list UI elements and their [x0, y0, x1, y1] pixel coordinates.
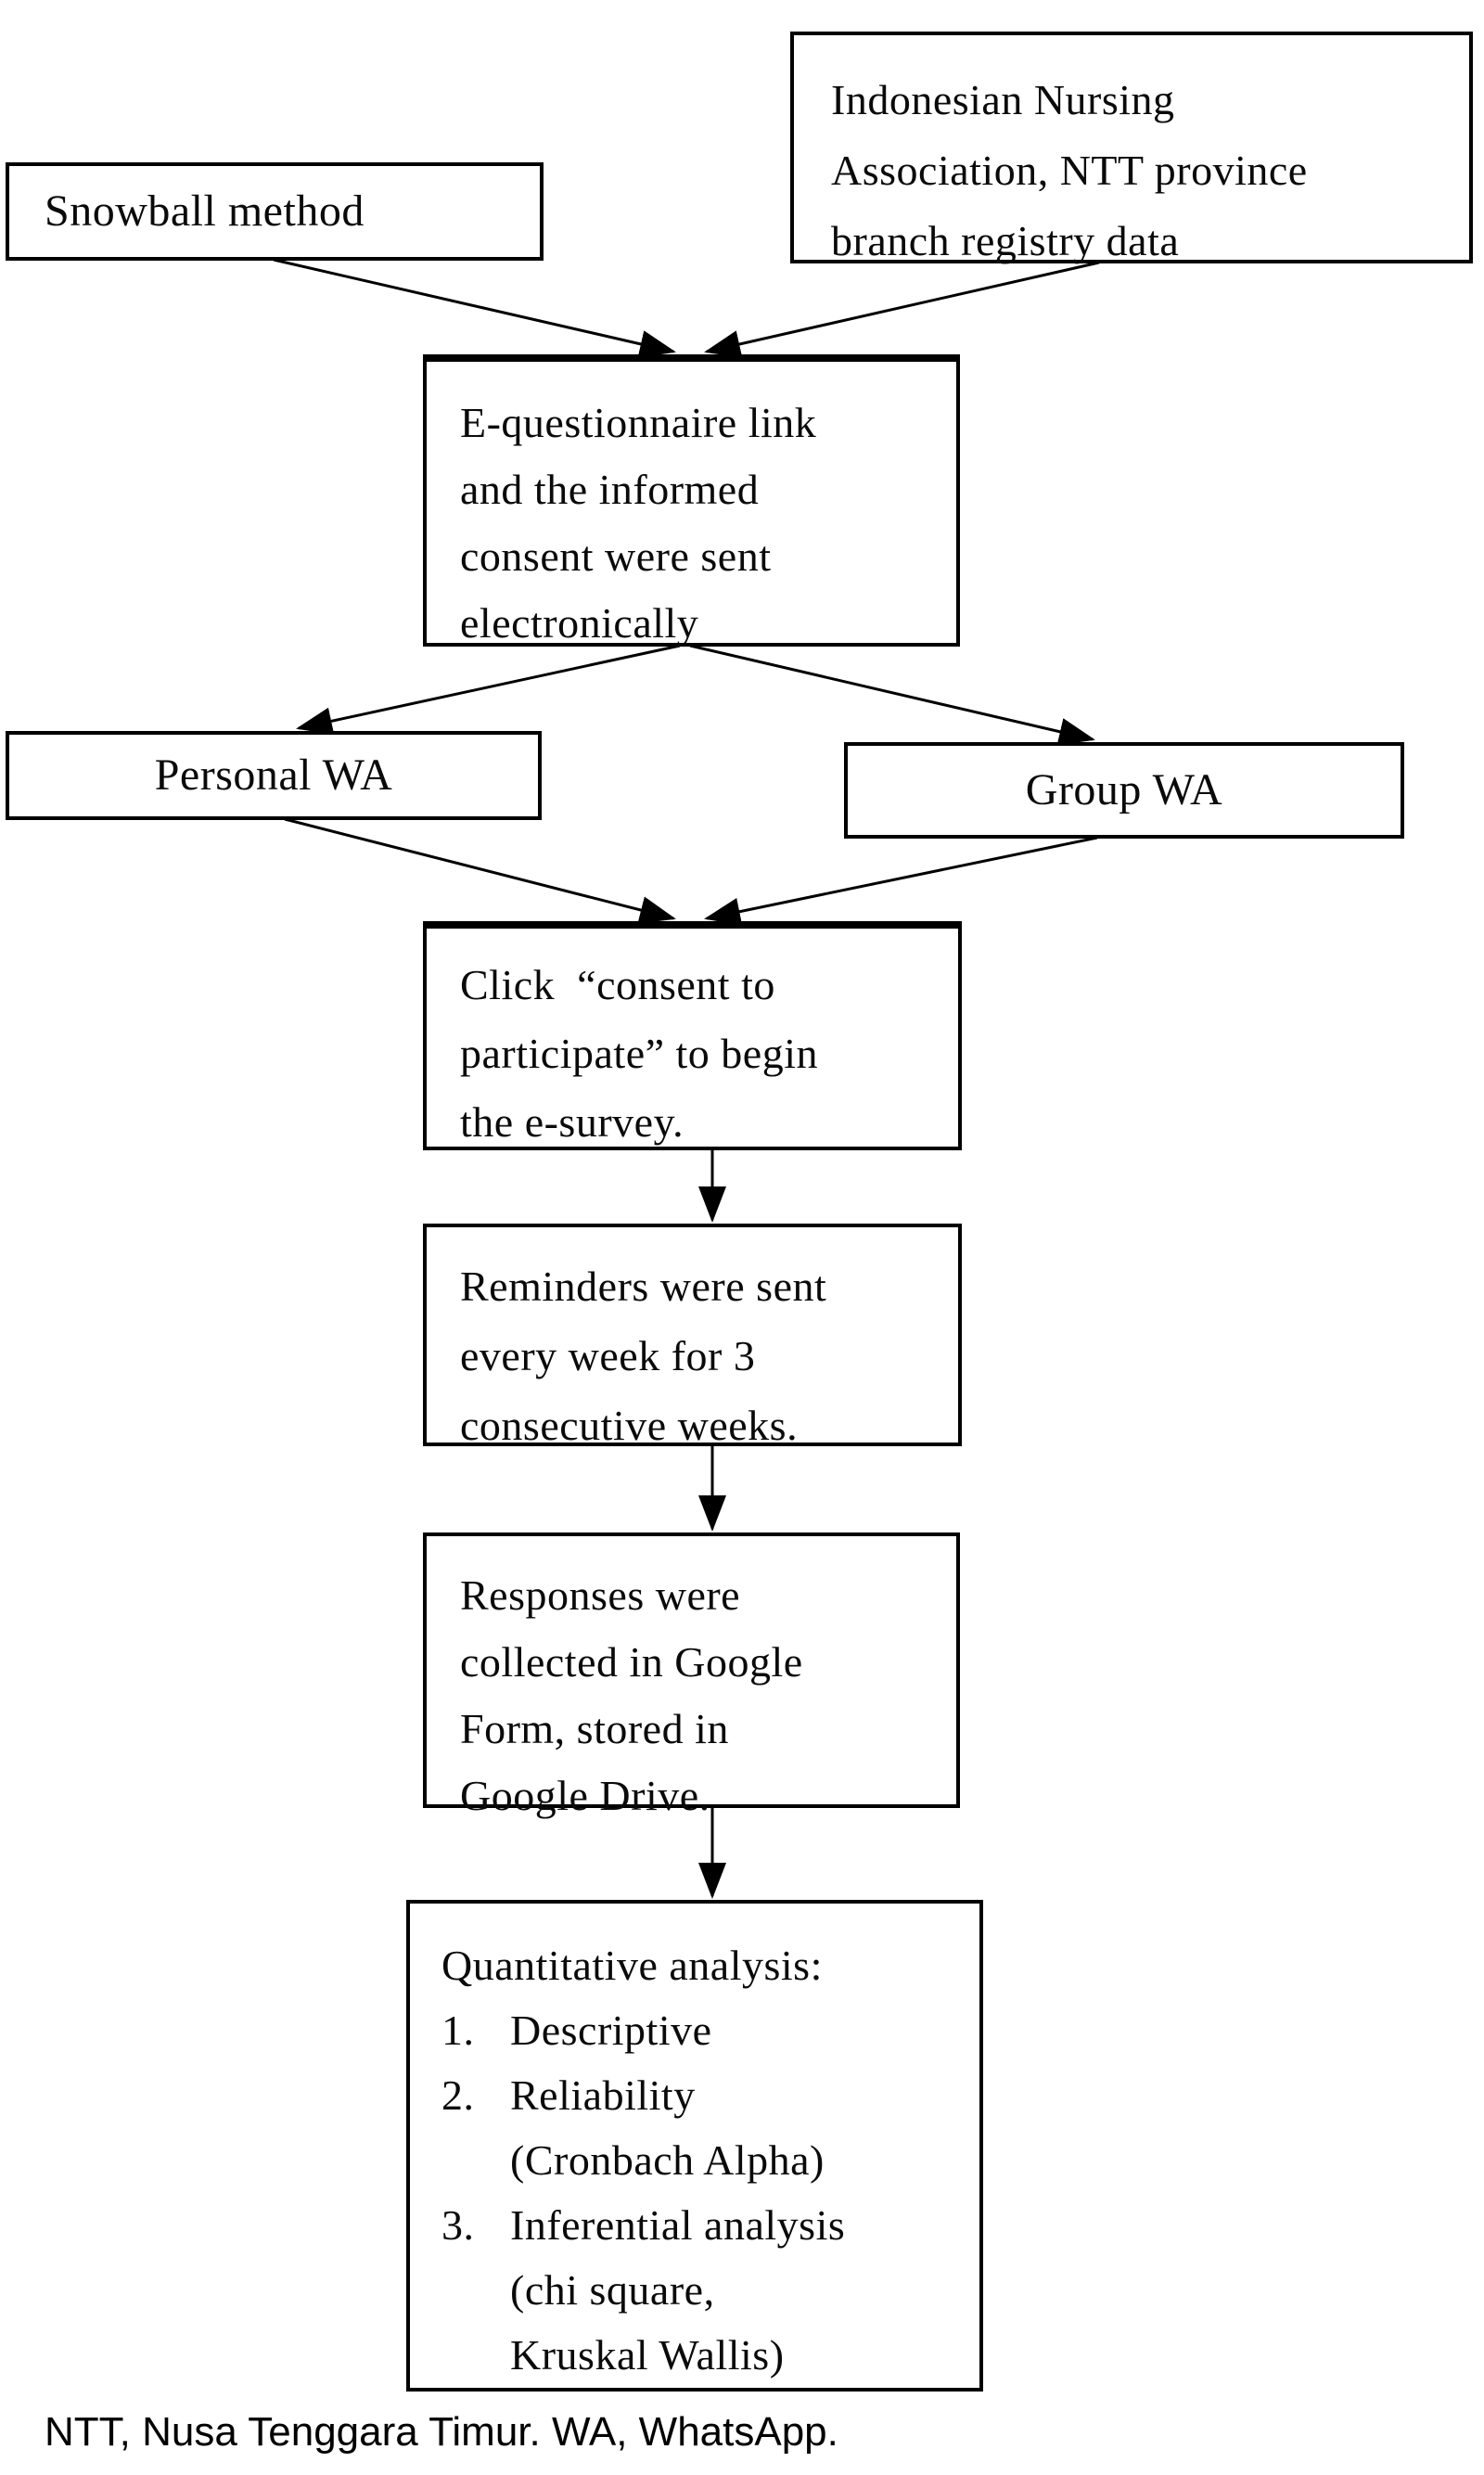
- analysis-item-2-line-2: (Cronbach Alpha): [510, 2136, 825, 2184]
- node-group-wa: Group WA: [844, 742, 1404, 839]
- node-quantitative-analysis: Quantitative analysis: 1. Descriptive 2.…: [406, 1900, 983, 2392]
- analysis-item-3-line-2: (chi square,: [510, 2266, 715, 2314]
- arrow-equestionnaire-to-personal-wa: [296, 644, 681, 736]
- node-responses-line-4: Google Drive.: [460, 1772, 710, 1819]
- arrow-snowball-to-equestionnaire: [273, 258, 676, 358]
- node-quantitative-analysis-title: Quantitative analysis:: [441, 1942, 823, 1989]
- node-snowball-method-label: Snowball method: [45, 186, 365, 236]
- node-ina-registry-line-1: Indonesian Nursing: [831, 76, 1175, 123]
- analysis-item-2: 2. Reliability (Cronbach Alpha): [441, 2063, 965, 2193]
- node-equestionnaire-line-4: electronically: [460, 599, 699, 647]
- arrow-equestionnaire-to-group-wa: [689, 644, 1095, 746]
- analysis-item-2-number: 2.: [441, 2071, 475, 2119]
- node-reminders-line-3: consecutive weeks.: [460, 1402, 799, 1449]
- node-responses-collected: Responses were collected in Google Form,…: [423, 1532, 960, 1819]
- analysis-item-1-number: 1.: [441, 2007, 475, 2054]
- node-group-wa-label: Group WA: [1025, 765, 1223, 814]
- analysis-item-2-line-1: Reliability: [510, 2071, 696, 2119]
- analysis-item-3-line-3: Kruskal Wallis): [510, 2331, 785, 2379]
- node-personal-wa-label: Personal WA: [154, 750, 393, 800]
- arrow-personal-wa-to-consent-click: [284, 817, 676, 924]
- node-ina-registry-line-3: branch registry data: [831, 217, 1180, 264]
- node-equestionnaire-line-1: E-questionnaire link: [460, 399, 817, 446]
- node-equestionnaire-line-3: consent were sent: [460, 532, 772, 580]
- analysis-item-3-text: Inferential analysis (chi square, Kruska…: [510, 2193, 965, 2388]
- node-responses-line-1: Responses were: [460, 1571, 741, 1619]
- node-ina-registry-data: Indonesian Nursing Association, NTT prov…: [790, 32, 1473, 264]
- node-equestionnaire-sent: E-questionnaire link and the informed co…: [423, 354, 960, 647]
- node-ina-registry-line-2: Association, NTT province: [831, 147, 1308, 194]
- analysis-item-2-text: Reliability (Cronbach Alpha): [510, 2063, 965, 2193]
- node-reminders-line-2: every week for 3: [460, 1332, 756, 1379]
- node-reminders: Reminders were sent every week for 3 con…: [423, 1224, 962, 1449]
- node-click-consent: Click “consent to participate” to begin …: [423, 921, 962, 1150]
- node-click-consent-line-1: Click “consent to: [460, 961, 775, 1008]
- figure-footnote: NTT, Nusa Tenggara Timur. WA, WhatsApp.: [45, 2409, 838, 2455]
- node-snowball-method: Snowball method: [6, 162, 544, 261]
- node-reminders-line-1: Reminders were sent: [460, 1263, 827, 1310]
- node-equestionnaire-line-2: and the informed: [460, 466, 760, 513]
- node-responses-line-3: Form, stored in: [460, 1705, 729, 1752]
- analysis-item-3-line-1: Inferential analysis: [510, 2201, 846, 2249]
- node-responses-line-2: collected in Google: [460, 1638, 803, 1686]
- node-click-consent-line-3: the e-survey.: [460, 1098, 684, 1146]
- analysis-item-3-number: 3.: [441, 2201, 475, 2249]
- node-click-consent-line-2: participate” to begin: [460, 1030, 819, 1077]
- arrow-group-wa-to-consent-click: [704, 836, 1098, 926]
- analysis-item-1: 1. Descriptive: [441, 1998, 965, 2063]
- analysis-item-1-text: Descriptive: [510, 2007, 712, 2054]
- node-personal-wa: Personal WA: [6, 731, 542, 820]
- analysis-item-3: 3. Inferential analysis (chi square, Kru…: [441, 2193, 965, 2388]
